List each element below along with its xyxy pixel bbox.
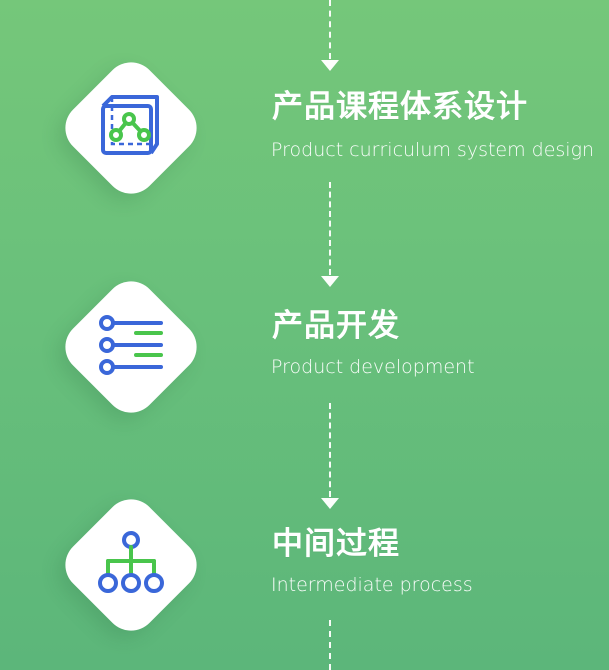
step-title: 中间过程 [272,526,400,562]
step-subtitle: Product development [271,356,475,378]
step-title: 产品开发 [272,308,400,344]
arrow-middle-1-icon [321,276,339,287]
development-card [54,270,208,424]
step-subtitle: Intermediate process [271,574,473,596]
curriculum-card [54,51,208,205]
connector-bottom [329,620,331,670]
process-card [54,488,208,642]
step-title: 产品课程体系设计 [272,89,528,125]
arrow-middle-2-icon [321,498,339,509]
connector-middle-1 [329,182,331,275]
curriculum-system-icon [101,95,159,155]
connector-top [329,0,331,59]
development-list-icon [99,315,163,375]
arrow-top-icon [321,60,339,71]
connector-middle-2 [329,403,331,497]
step-subtitle: Product curriculum system design [271,139,595,161]
process-hierarchy-icon [98,531,164,593]
